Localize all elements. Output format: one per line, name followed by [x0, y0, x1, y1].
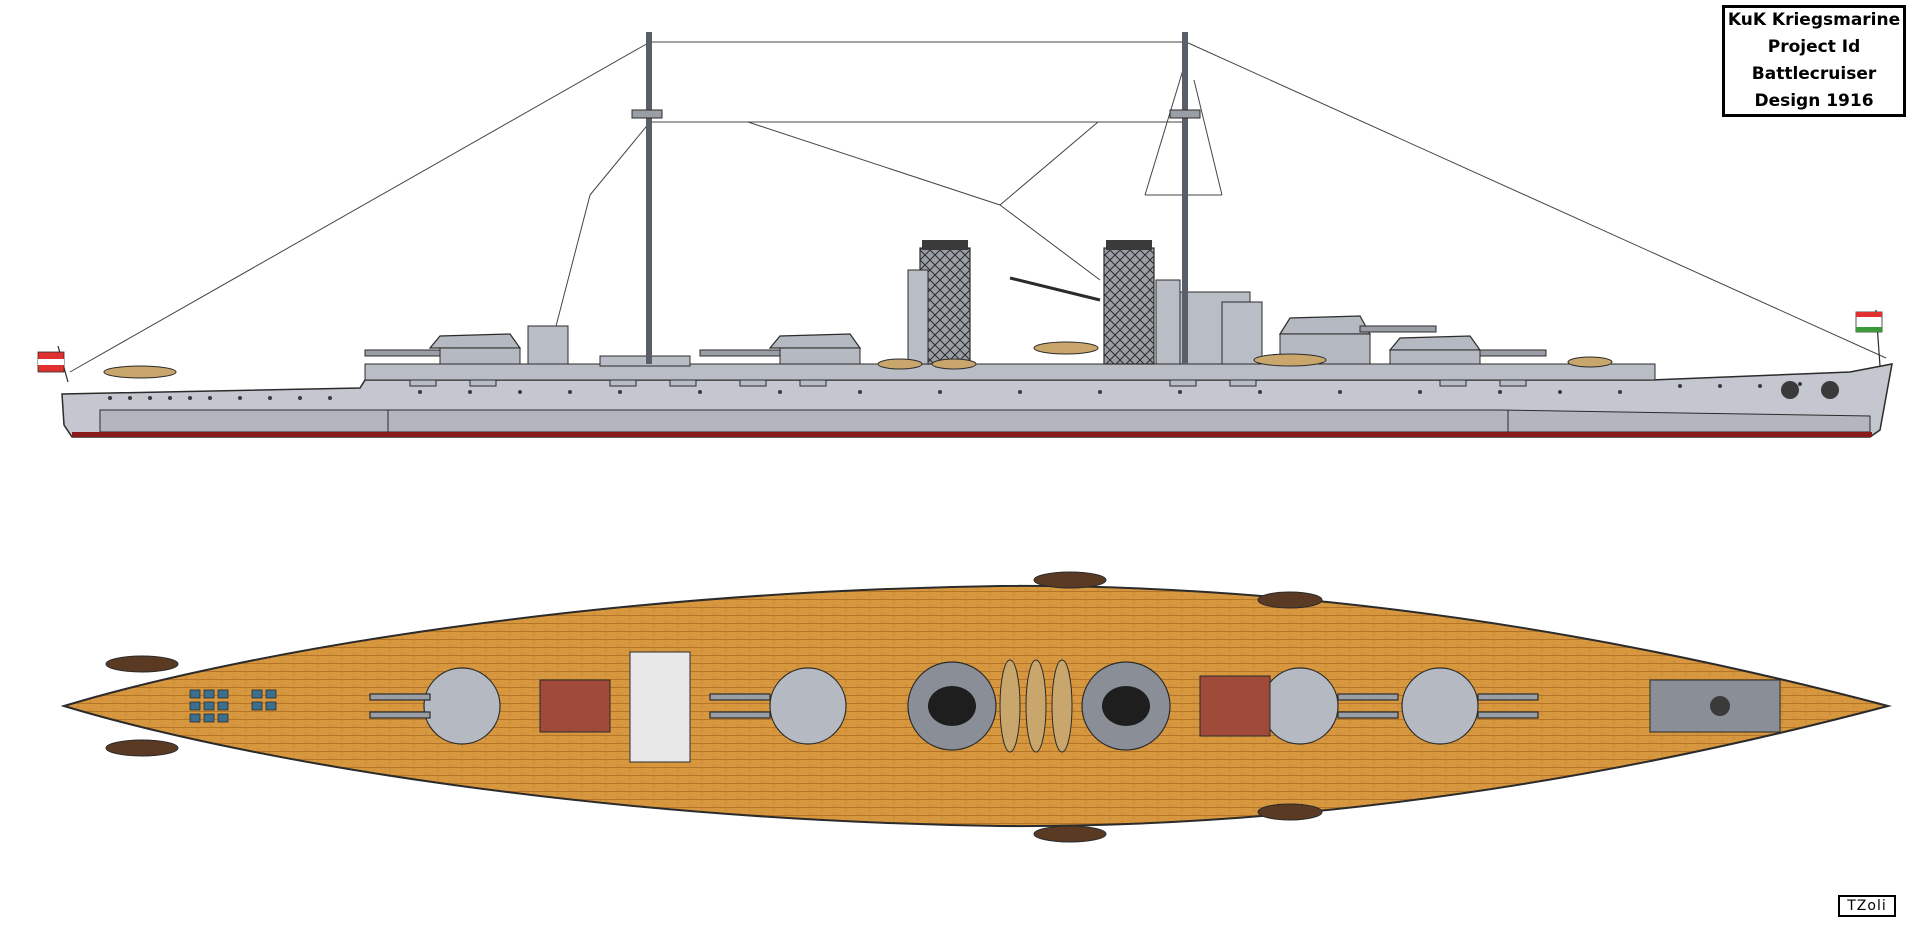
- deck-boats: [999, 659, 1073, 753]
- title-line-3: Battlecruiser: [1751, 64, 1877, 84]
- portholes: [108, 382, 1802, 400]
- main-turret-b: [699, 333, 862, 365]
- artist-signature: TZoli: [1838, 895, 1896, 917]
- austro-hungarian-naval-ensign: [37, 345, 69, 383]
- title-line-1: KuK Kriegsmarine: [1727, 10, 1901, 30]
- stern-hatches: [189, 689, 277, 723]
- funnel-aft: [1103, 240, 1181, 365]
- rigging-lines: [69, 41, 1887, 373]
- hungarian-jack: [1855, 309, 1883, 367]
- foremast: [646, 32, 652, 364]
- main-turret-d: [1388, 335, 1547, 365]
- deck-funnels: [907, 661, 1171, 751]
- upper-deck-superstructure: [364, 363, 1656, 381]
- side-boats: [105, 571, 1323, 843]
- boot-topping: [72, 432, 1872, 437]
- funnel-fore: [907, 240, 971, 365]
- forward-bridge: [527, 325, 569, 365]
- forward-barbette: [539, 679, 611, 733]
- deck-turrets: [369, 667, 1539, 745]
- anchor-icon: [1781, 381, 1839, 399]
- bow-anchor-gear: [1649, 679, 1781, 733]
- main-turret-a: [364, 333, 522, 365]
- title-line-2: Project Id: [1767, 37, 1861, 57]
- ship-deck-plan: [60, 571, 1892, 843]
- title-box: KuK Kriegsmarine Project Id Battlecruise…: [1722, 5, 1906, 117]
- title-line-4: Design 1916: [1754, 91, 1874, 111]
- aft-barbette: [1199, 675, 1271, 737]
- mainmast: [1182, 32, 1188, 364]
- belt-armor: [99, 409, 1871, 433]
- boat-crane: [1009, 276, 1101, 302]
- ship-side-profile: [37, 32, 1893, 438]
- ship-boats: [103, 341, 1613, 379]
